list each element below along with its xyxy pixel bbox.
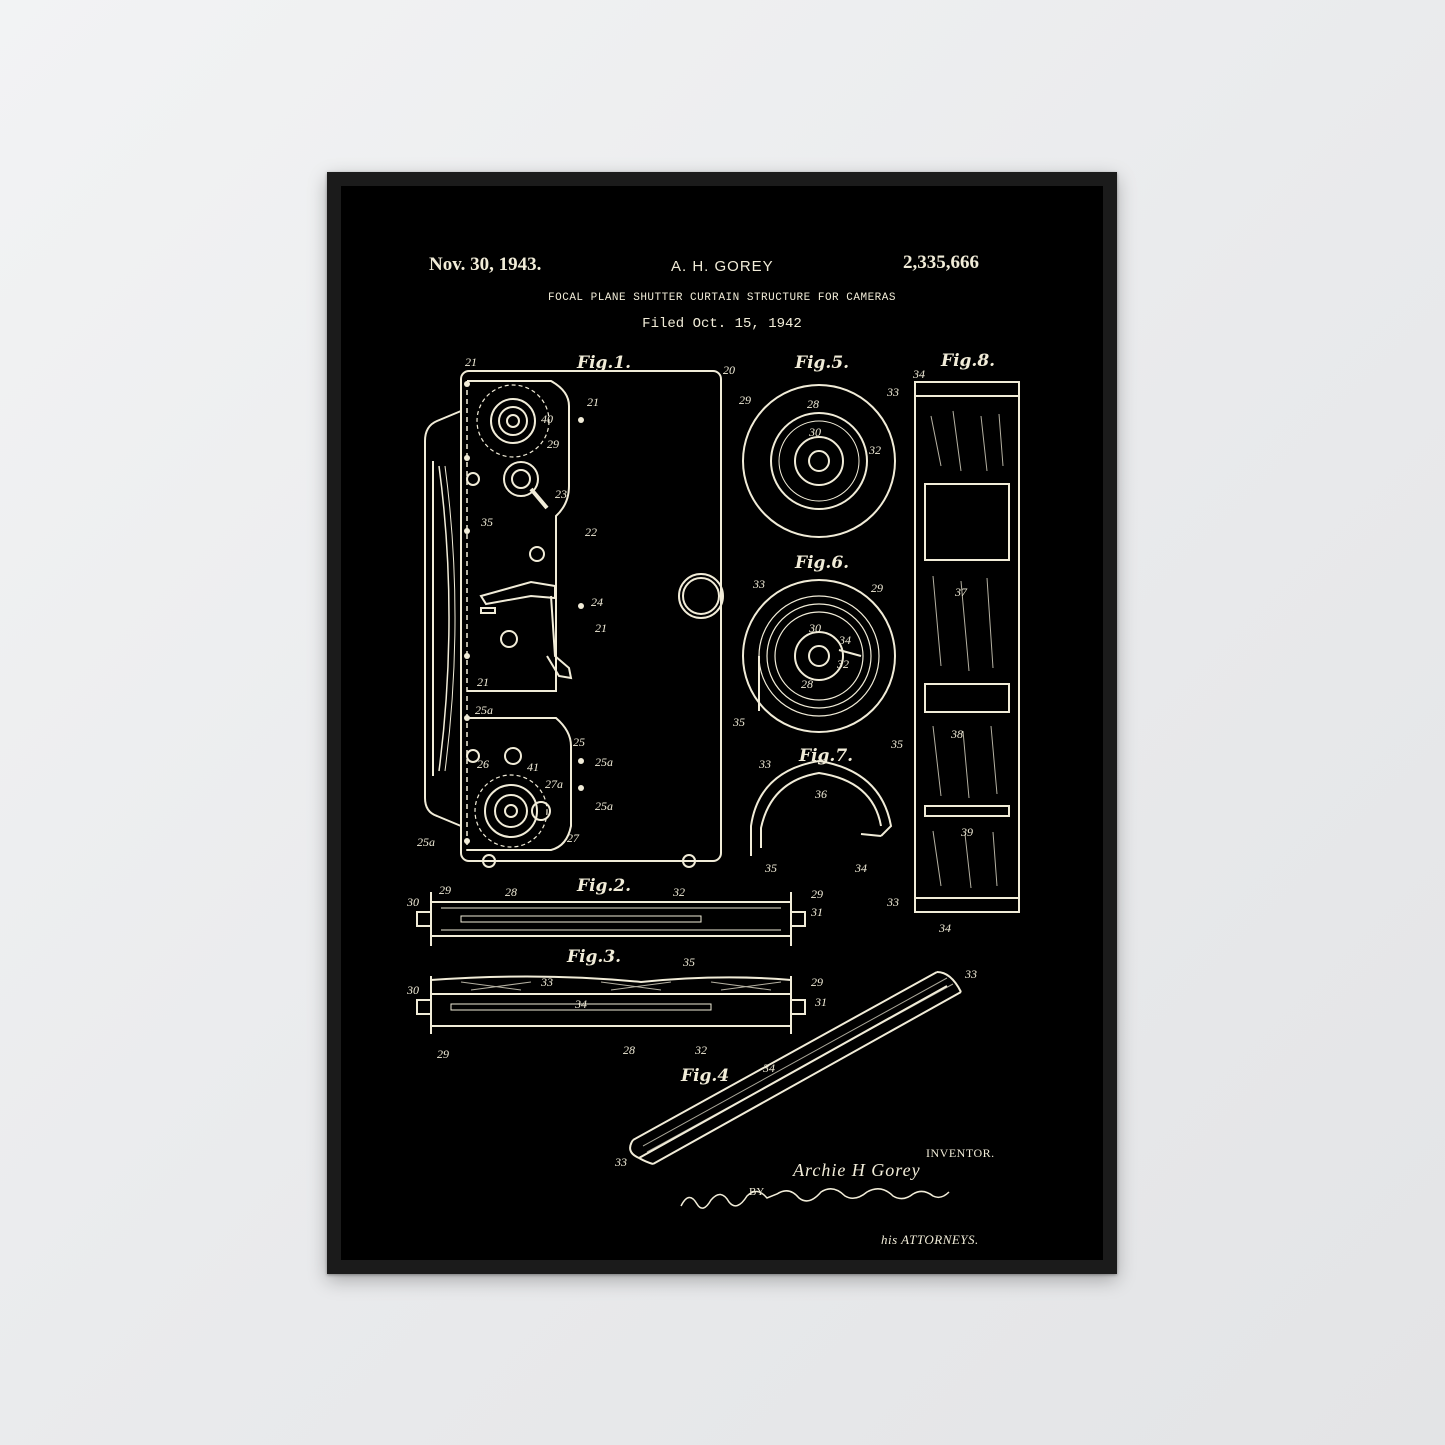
ref-27: 27 — [567, 831, 580, 845]
ref-34: 34 — [838, 633, 851, 647]
ref-32: 32 — [836, 657, 849, 671]
fig6-roller-wound — [742, 579, 896, 733]
ref-33: 33 — [886, 895, 899, 909]
ref-35: 35 — [732, 715, 745, 729]
ref-30: 30 — [808, 621, 821, 635]
fig1-camera-body — [424, 370, 724, 868]
ref-28: 28 — [801, 677, 813, 691]
ref-39: 39 — [960, 825, 973, 839]
poster-frame: Nov. 30, 1943. A. H. GOREY 2,335,666 FOC… — [327, 172, 1117, 1274]
ref-30: 30 — [406, 983, 419, 997]
fig2-label: Fig.2. — [576, 876, 631, 896]
ref-21: 21 — [465, 355, 477, 369]
ref-28: 28 — [623, 1043, 635, 1057]
fig6-label: Fig.6. — [794, 553, 849, 573]
ref-23: 23 — [555, 487, 567, 501]
attorney-signature — [680, 1188, 950, 1209]
ref-35: 35 — [682, 955, 695, 969]
ref-29: 29 — [811, 887, 823, 901]
fig2-roller-side — [416, 892, 806, 946]
ref-21: 21 — [477, 675, 489, 689]
ref-34: 34 — [574, 997, 587, 1011]
patent-title: FOCAL PLANE SHUTTER CURTAIN STRUCTURE FO… — [548, 292, 896, 304]
ref-30: 30 — [808, 425, 821, 439]
patent-poster: Nov. 30, 1943. A. H. GOREY 2,335,666 FOC… — [341, 186, 1103, 1260]
ref-35: 35 — [480, 515, 493, 529]
ref-33: 33 — [886, 385, 899, 399]
ref-21: 21 — [587, 395, 599, 409]
ref-29: 29 — [547, 437, 559, 451]
fig7-curtain-section — [750, 759, 893, 856]
ref-29: 29 — [739, 393, 751, 407]
ref-34: 34 — [938, 921, 951, 935]
ref-25: 25 — [573, 735, 585, 749]
ref-27a: 27a — [545, 777, 563, 791]
ref-31: 31 — [814, 995, 827, 1009]
ref-29: 29 — [811, 975, 823, 989]
ref-32: 32 — [672, 885, 685, 899]
fig8-curtain-strip — [914, 381, 1020, 913]
patent-drawing: Fig.1. Fig.5. Fig.8. Fig.6. Fig.7. Fig.2… — [406, 351, 1020, 1209]
ref-25a: 25a — [475, 703, 493, 717]
filed-date: Filed Oct. 15, 1942 — [642, 316, 802, 332]
ref-35: 35 — [890, 737, 903, 751]
ref-33: 33 — [614, 1155, 627, 1169]
ref-25a: 25a — [595, 799, 613, 813]
ref-25a: 25a — [595, 755, 613, 769]
ref-26: 26 — [477, 757, 489, 771]
ref-20: 20 — [723, 363, 735, 377]
ref-38: 38 — [950, 727, 963, 741]
inventor-label: INVENTOR. — [926, 1146, 995, 1160]
ref-36: 36 — [814, 787, 827, 801]
attorneys-label: his ATTORNEYS. — [881, 1232, 979, 1247]
ref-28: 28 — [505, 885, 517, 899]
fig7-label: Fig.7. — [798, 746, 853, 766]
ref-32: 32 — [868, 443, 881, 457]
ref-33: 33 — [540, 975, 553, 989]
ref-30: 30 — [406, 895, 419, 909]
ref-31: 31 — [810, 905, 823, 919]
ref-34: 34 — [912, 367, 925, 381]
ref-35: 35 — [764, 861, 777, 875]
ref-22: 22 — [585, 525, 597, 539]
ref-32: 32 — [694, 1043, 707, 1057]
ref-24: 24 — [591, 595, 603, 609]
fig3-label: Fig.3. — [566, 947, 621, 967]
ref-21: 21 — [595, 621, 607, 635]
ref-41: 41 — [527, 760, 539, 774]
fig1-label: Fig.1. — [576, 353, 631, 373]
fig5-label: Fig.5. — [794, 353, 849, 373]
ref-33: 33 — [752, 577, 765, 591]
fig3-roller-curtain — [416, 975, 806, 1034]
fig4-curtain-perspective — [629, 971, 962, 1165]
ref-29: 29 — [439, 883, 451, 897]
fig5-roller-end — [742, 384, 896, 538]
ref-40: 40 — [541, 412, 553, 426]
patent-number: 2,335,666 — [903, 252, 979, 273]
fig8-label: Fig.8. — [940, 351, 995, 371]
patent-date: Nov. 30, 1943. — [429, 254, 542, 275]
ref-25a: 25a — [417, 835, 435, 849]
inventor-signature: Archie H Gorey — [793, 1160, 921, 1180]
ref-29: 29 — [871, 581, 883, 595]
ref-29: 29 — [437, 1047, 449, 1061]
by-label: BY — [749, 1186, 765, 1198]
inventor-short-name: A. H. GOREY — [671, 258, 774, 275]
ref-28: 28 — [807, 397, 819, 411]
ref-34: 34 — [854, 861, 867, 875]
ref-37: 37 — [954, 585, 968, 599]
ref-34: 34 — [762, 1061, 775, 1075]
ref-33: 33 — [964, 967, 977, 981]
fig4-label: Fig.4 — [680, 1066, 729, 1086]
ref-33: 33 — [758, 757, 771, 771]
